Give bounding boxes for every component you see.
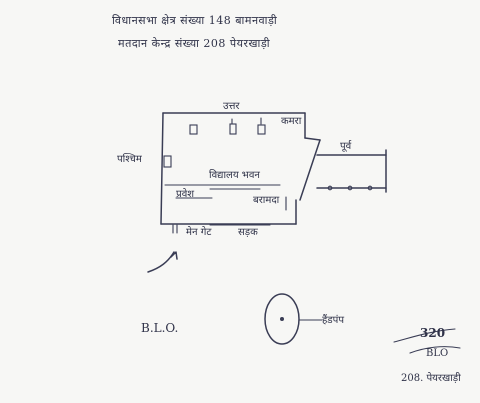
east-dot-2 [347,185,353,191]
handpump-label: हैंडपंप [322,315,345,326]
room-label: कमरा [281,116,302,127]
header-line-2: मतदान केन्द्र संख्या 208 पेयरखाड़ी [118,37,271,50]
building-left-wall [160,112,164,225]
signature-line: 208. पेयरखाड़ी [401,373,461,384]
east-label: पूर्व [340,141,352,152]
building-right-notch [304,137,321,141]
window-1-icon [189,124,198,135]
west-door-icon [163,155,172,168]
signature-name: BLO [426,348,449,359]
signature-stroke-2 [409,346,461,354]
entry-label: प्रवेश [176,189,195,200]
main-gate-label: मेन गेट [186,227,212,238]
east-dot-1 [327,185,333,191]
road-label: सड़क [238,227,258,238]
signature-stroke-1 [393,328,456,343]
north-label: उत्तर [223,101,240,112]
handpump-circle-icon [264,293,300,345]
building-right-diagonal [299,139,321,201]
school-label: विद्यालय भवन [209,170,260,181]
handpump-center-icon [280,317,284,321]
blo-label: B.L.O. [141,321,179,335]
hall-label: बरामदा [253,195,280,206]
header-line-1: विधानसभा क्षेत्र संख्या 148 बामनवाड़ी [112,14,278,27]
window-3-icon [257,124,266,135]
west-label: पश्चिम [117,154,142,165]
window-2-icon [229,123,237,135]
east-dot-3 [367,185,373,191]
signature-code: 320 [420,326,446,340]
entry-arrow-head [170,251,178,260]
entry-arrow-curve [147,251,175,273]
